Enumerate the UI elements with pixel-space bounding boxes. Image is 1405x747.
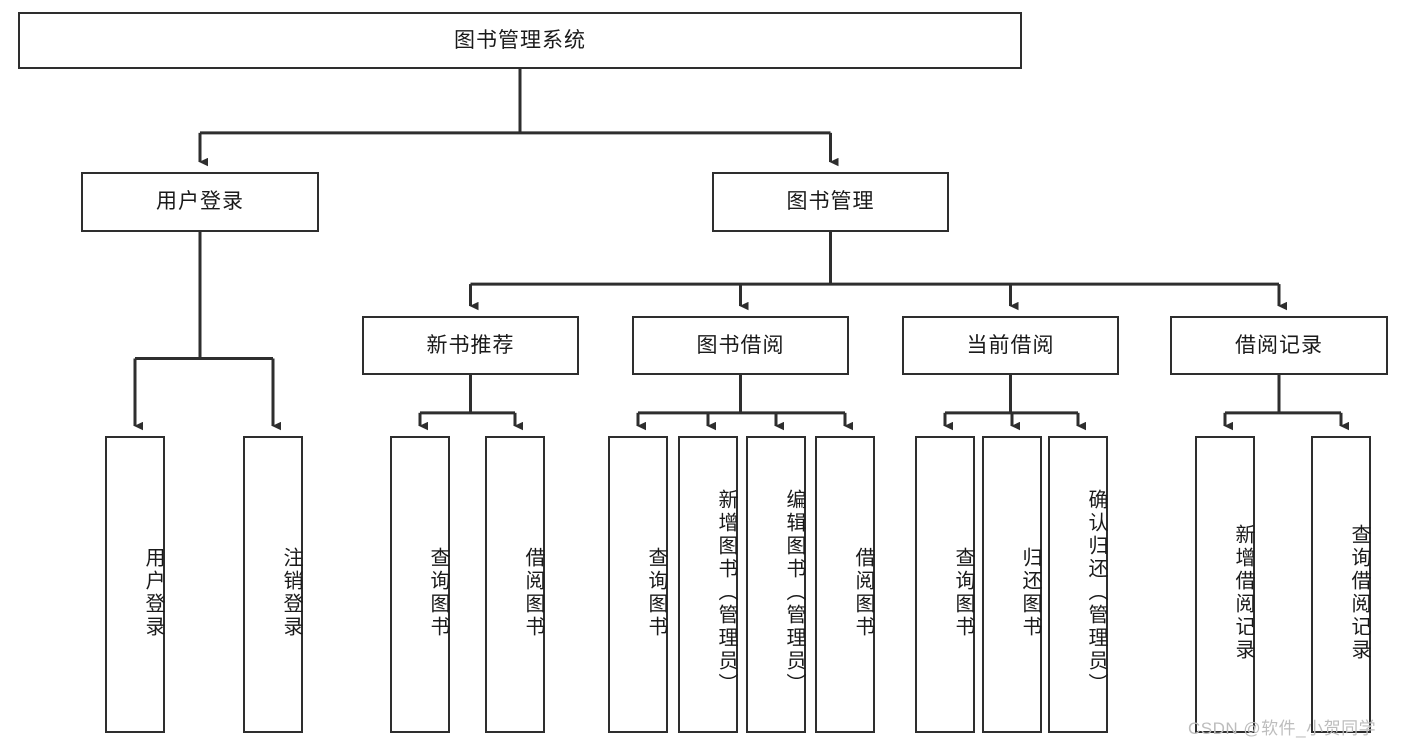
node-label: 借阅图书 (852, 546, 874, 639)
node-label: 图书管理系统 (454, 28, 586, 52)
node-records[interactable]: 借阅记录 (1170, 316, 1388, 375)
node-borrow[interactable]: 图书借阅 (632, 316, 849, 375)
node-leaf-bor-2[interactable]: 新增图书（管理员） (678, 436, 738, 733)
node-label: 图书管理 (786, 190, 875, 214)
node-label: 查询图书 (645, 546, 667, 639)
node-label: 新增借阅记录 (1232, 523, 1254, 662)
node-newbook[interactable]: 新书推荐 (362, 316, 579, 375)
node-label: 新书推荐 (426, 333, 515, 357)
node-label: 借阅图书 (522, 546, 544, 639)
node-label: 查询图书 (427, 546, 449, 639)
node-label: 注销登录 (280, 546, 302, 639)
node-label: 查询借阅记录 (1348, 523, 1370, 662)
node-leaf-rec-2[interactable]: 查询借阅记录 (1311, 436, 1371, 733)
node-label: 图书借阅 (696, 333, 785, 357)
node-leaf-login-1[interactable]: 用户登录 (105, 436, 165, 733)
node-leaf-rec-1[interactable]: 新增借阅记录 (1195, 436, 1255, 733)
node-leaf-cur-2[interactable]: 归还图书 (982, 436, 1042, 733)
node-leaf-new-1[interactable]: 查询图书 (390, 436, 450, 733)
node-label: 用户登录 (156, 190, 244, 214)
node-root[interactable]: 图书管理系统 (18, 12, 1022, 69)
watermark-label: CSDN @软件_小贺同学 (1188, 719, 1377, 738)
node-current[interactable]: 当前借阅 (902, 316, 1119, 375)
node-label: 确认归还（管理员） (1085, 489, 1107, 696)
node-leaf-login-2[interactable]: 注销登录 (243, 436, 303, 733)
node-label: 编辑图书（管理员） (783, 489, 805, 696)
node-label: 归还图书 (1019, 546, 1041, 639)
node-login[interactable]: 用户登录 (81, 172, 319, 232)
node-label: 当前借阅 (966, 333, 1055, 357)
node-leaf-cur-3[interactable]: 确认归还（管理员） (1048, 436, 1108, 733)
node-bookmgmt[interactable]: 图书管理 (712, 172, 949, 232)
node-label: 借阅记录 (1235, 333, 1323, 357)
node-label: 新增图书（管理员） (715, 489, 737, 696)
node-leaf-bor-3[interactable]: 编辑图书（管理员） (746, 436, 806, 733)
node-leaf-new-2[interactable]: 借阅图书 (485, 436, 545, 733)
node-leaf-bor-4[interactable]: 借阅图书 (815, 436, 875, 733)
node-label: 用户登录 (142, 546, 164, 639)
node-leaf-cur-1[interactable]: 查询图书 (915, 436, 975, 733)
node-leaf-bor-1[interactable]: 查询图书 (608, 436, 668, 733)
node-label: 查询图书 (952, 546, 974, 639)
